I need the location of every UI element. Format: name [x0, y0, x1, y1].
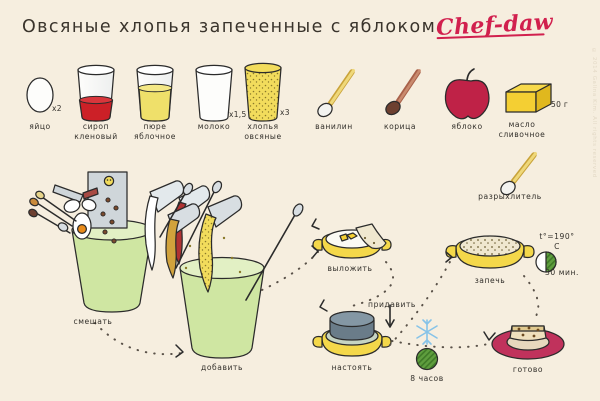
flow-connectors: [95, 252, 538, 354]
ingredient-amount-egg: x2: [52, 104, 62, 113]
step-add-illustration: [160, 182, 305, 358]
step-mix-illustration: [27, 172, 223, 312]
ingredient-label-butter: масло сливочное: [498, 120, 546, 139]
snowflake-icon: [417, 320, 437, 344]
timer-icon-rest: [417, 349, 438, 370]
ingredient-label-milk: молоко: [197, 122, 231, 131]
ingredient-label-puree: пюре яблочное: [134, 122, 176, 141]
bake-time: 30 мин.: [545, 268, 579, 277]
spoon-icon-vanillin: [315, 71, 353, 120]
ingredient-label-oats: хлопья овсяные: [244, 122, 282, 141]
glass-icon-puree: [137, 65, 173, 121]
ingredient-label-egg: яйцо: [29, 122, 51, 131]
ingredient-label-apple: яблоко: [451, 122, 483, 131]
ingredient-label-cinnamon: корица: [383, 122, 417, 131]
bake-temperature: t°=190° C: [539, 232, 575, 251]
glass-icon-oats: [245, 63, 281, 121]
ingredient-label-bakingpowder: разрыхлитель: [478, 192, 542, 201]
glass-icon-milk: [196, 65, 232, 121]
step-label-spread: выложить: [327, 264, 373, 273]
step-press-illustration: [313, 305, 394, 356]
step-spread-illustration: [313, 224, 391, 258]
step-done-illustration: [492, 326, 564, 359]
egg-icon: [27, 78, 53, 112]
step-label-rest: настоять: [331, 363, 373, 372]
apple-icon: [445, 69, 489, 119]
step-bake-illustration: [446, 236, 534, 268]
flow-arrowheads: [176, 219, 495, 357]
ingredient-amount-milk: x1,5: [229, 110, 247, 119]
ingredient-amount-butter: 50 г: [551, 100, 569, 109]
spoon-icon-bakingpowder: [498, 154, 535, 198]
page-title: Овсяные хлопья запеченные с яблоком: [22, 17, 437, 37]
rest-time: 8 часов: [410, 374, 444, 383]
ingredient-label-vanillin: ванилин: [315, 122, 353, 131]
spoon-icon-cinnamon: [383, 71, 419, 118]
copyright-watermark: © 2014 Galina Kim. All rights reserved: [591, 48, 597, 178]
step-label-mix: смешать: [73, 317, 113, 326]
step-label-bake: запечь: [474, 276, 506, 285]
ingredient-amount-oats: x3: [280, 108, 290, 117]
step-label-done: готово: [512, 365, 544, 374]
butter-block-icon: [506, 84, 551, 112]
step-label-press: придавить: [368, 300, 416, 309]
glass-icon-syrup: [78, 65, 114, 121]
ingredient-label-syrup: сироп кленовый: [74, 122, 118, 141]
step-label-add: добавить: [201, 363, 243, 372]
timer-icon-bake: [536, 252, 556, 272]
